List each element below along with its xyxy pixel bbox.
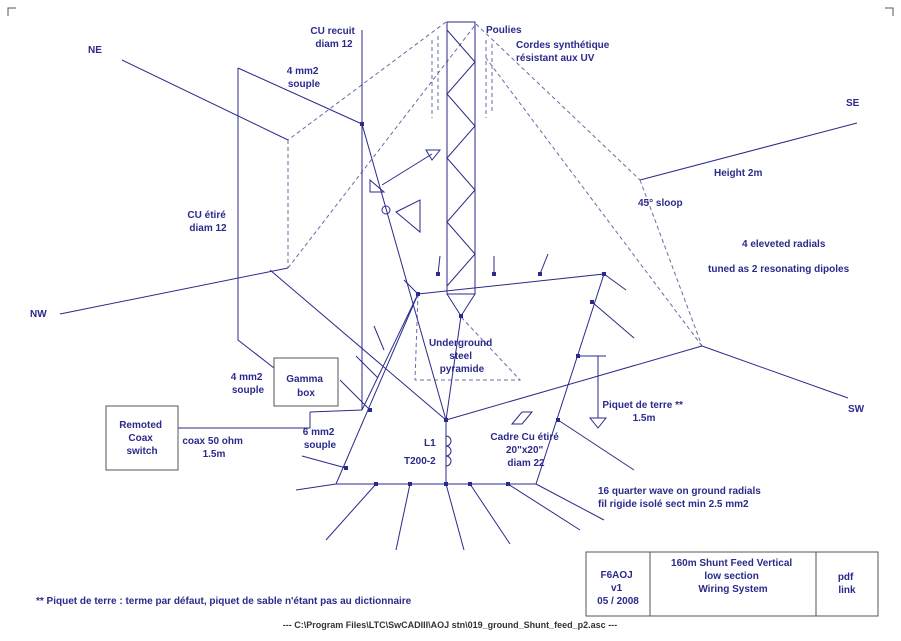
- file-path: --- C:\Program Files\LTC\SwCADIII\AOJ st…: [283, 620, 617, 630]
- label-piquet: Piquet de terre ** 1.5m: [602, 400, 685, 424]
- radial-se: [639, 122, 858, 181]
- coil-l1: [445, 435, 452, 467]
- label-t200: T200-2: [404, 456, 436, 467]
- title-author: F6AOJ v1 05 / 2008: [597, 570, 639, 607]
- ground-frame: [335, 273, 605, 485]
- label-cadre: Cadre Cu étiré 20"x20" diam 22: [490, 432, 561, 469]
- label-pyramid: Underground steel pyramide: [429, 338, 495, 375]
- label-height: Height 2m: [714, 168, 762, 179]
- label-4mm2-bottom: 4 mm2 souple: [231, 372, 265, 396]
- label-coax: coax 50 ohm 1.5m: [182, 436, 245, 460]
- label-ne: NE: [88, 45, 102, 56]
- label-nw: NW: [30, 309, 47, 320]
- radial-sw: [701, 345, 849, 399]
- label-4mm2-top: 4 mm2 souple: [287, 66, 321, 90]
- label-l1: L1: [424, 438, 436, 449]
- label-sloop: 45° sloop: [638, 198, 683, 209]
- feed-wires: [178, 30, 703, 484]
- label-6mm2: 6 mm2 souple: [303, 427, 337, 451]
- title-block: [585, 551, 879, 617]
- corner-marks: [7, 7, 894, 16]
- label-poulies: Poulies: [486, 25, 522, 36]
- rope-lines: [287, 21, 703, 381]
- rope-symbols: [369, 149, 442, 234]
- title-main: 160m Shunt Feed Vertical low section Wir…: [671, 558, 795, 595]
- label-cu-etire: CU étiré diam 12: [187, 210, 228, 234]
- remoted-coax-switch: [105, 405, 179, 471]
- mast: [446, 21, 476, 317]
- pdf-link[interactable]: pdf link: [838, 572, 856, 596]
- gamma-box: [273, 357, 339, 407]
- label-remoted: Remoted Coax switch: [119, 420, 165, 457]
- radial-ne: [121, 59, 289, 141]
- footnote: ** Piquet de terre : terme par défaut, p…: [36, 596, 412, 607]
- label-cordes: Cordes synthétique résistant aux UV: [516, 40, 612, 64]
- radial-nw: [59, 267, 289, 315]
- label-cu-recuit: CU recuit diam 12: [310, 26, 357, 50]
- label-se: SE: [846, 98, 860, 109]
- label-dipoles: tuned as 2 resonating dipoles: [708, 264, 850, 275]
- label-radials: 4 eleveted radials: [742, 239, 826, 250]
- label-sw: SW: [848, 404, 865, 415]
- ground-rod: [588, 355, 608, 429]
- connection-dots: [344, 122, 606, 486]
- label-quarter-wave: 16 quarter wave on ground radials fil ri…: [598, 486, 764, 510]
- elevated-radials: [59, 59, 858, 399]
- ground-radial-stubs: [295, 253, 635, 551]
- label-gamma: Gamma box: [286, 374, 325, 399]
